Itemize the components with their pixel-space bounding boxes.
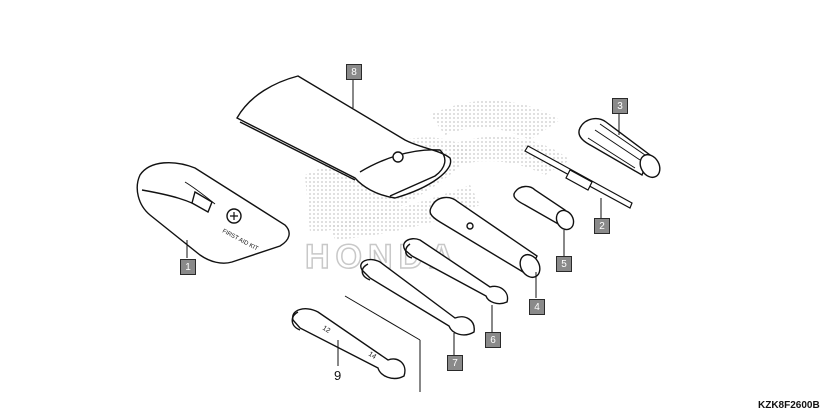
leader-lines bbox=[186, 80, 620, 392]
screwdriver-bit-drawing bbox=[524, 145, 633, 209]
first-aid-kit-drawing: FIRST AID KIT bbox=[136, 161, 290, 264]
part-code: KZK8F2600B bbox=[758, 400, 820, 411]
callout-3: 3 bbox=[612, 98, 628, 114]
callout-5: 5 bbox=[556, 256, 572, 272]
screwdriver-grip-drawing bbox=[578, 117, 661, 179]
callout-9: 9 bbox=[334, 368, 342, 383]
callout-6: 6 bbox=[485, 332, 501, 348]
tool-bag-drawing bbox=[236, 75, 452, 199]
wrench-small-drawing bbox=[403, 238, 509, 305]
wrench-large-drawing: 12 14 bbox=[291, 308, 406, 380]
callout-1: 1 bbox=[180, 259, 196, 275]
callout-2: 2 bbox=[594, 218, 610, 234]
wrench-medium-drawing bbox=[360, 258, 475, 336]
callout-8: 8 bbox=[346, 64, 362, 80]
callout-7: 7 bbox=[447, 355, 463, 371]
wrench-marking-14: 14 bbox=[367, 351, 377, 361]
socket-wrench-drawing bbox=[513, 185, 575, 231]
callout-4: 4 bbox=[529, 299, 545, 315]
wrench-marking-12: 12 bbox=[321, 325, 331, 335]
